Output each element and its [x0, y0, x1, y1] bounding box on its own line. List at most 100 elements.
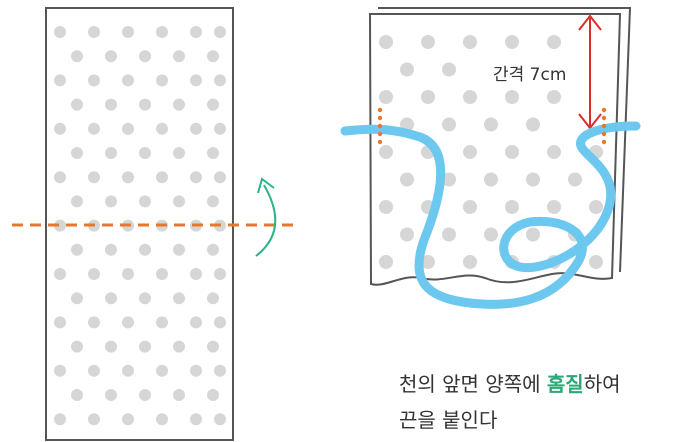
fabric-dot	[71, 341, 83, 353]
fabric-dot	[379, 90, 393, 104]
fabric-dot	[139, 244, 151, 256]
fabric-dot	[54, 268, 66, 280]
fabric-dot	[88, 74, 100, 86]
fabric-dot	[156, 26, 168, 38]
fabric-dot	[105, 50, 117, 62]
fabric-dot	[484, 173, 498, 187]
fabric-dot	[547, 35, 561, 49]
gap-label: 간격 7cm	[493, 65, 566, 85]
fabric-dot	[54, 74, 66, 86]
fabric-dot	[156, 123, 168, 135]
fabric-dot	[400, 63, 414, 77]
fabric-dot	[122, 316, 134, 328]
fabric-dot	[54, 171, 66, 183]
fabric-dot	[122, 268, 134, 280]
fabric-dot	[547, 145, 561, 159]
fabric-dot	[400, 228, 414, 242]
fabric-dot	[207, 341, 219, 353]
fabric-dot	[71, 244, 83, 256]
fabric-dot	[207, 389, 219, 401]
fabric-dot	[190, 365, 202, 377]
caption-line-2: 끈을 붙인다	[399, 402, 621, 438]
fabric-dot	[71, 50, 83, 62]
fabric-dot	[207, 99, 219, 111]
fabric-dot	[54, 123, 66, 135]
fabric-dot	[379, 145, 393, 159]
fabric-dot	[214, 413, 226, 425]
fabric-dot	[139, 341, 151, 353]
fabric-dot	[505, 90, 519, 104]
fabric-dot	[505, 35, 519, 49]
fabric-dot	[71, 292, 83, 304]
fabric-dot	[484, 118, 498, 132]
fabric-dot	[156, 316, 168, 328]
fabric-dot	[190, 171, 202, 183]
fabric-dot	[442, 118, 456, 132]
fabric-dot	[139, 389, 151, 401]
fabric-dot	[207, 244, 219, 256]
fabric-dot	[54, 413, 66, 425]
fabric-dot	[190, 316, 202, 328]
fabric-dot	[122, 413, 134, 425]
fabric-dot	[71, 99, 83, 111]
fabric-dot	[379, 255, 393, 269]
fabric-dot	[442, 228, 456, 242]
fabric-dot	[139, 147, 151, 159]
fabric-dot	[400, 173, 414, 187]
fabric-dot	[207, 195, 219, 207]
fabric-dot	[526, 228, 540, 242]
fabric-dot	[173, 195, 185, 207]
fabric-dot	[71, 147, 83, 159]
fabric-dot	[122, 123, 134, 135]
fabric-dot	[214, 26, 226, 38]
fabric-dot	[379, 200, 393, 214]
fabric-dot	[214, 123, 226, 135]
fabric-dot	[547, 200, 561, 214]
fabric-dot	[105, 99, 117, 111]
fabric-dot	[156, 74, 168, 86]
fabric-dot	[88, 268, 100, 280]
fabric-dot	[463, 255, 477, 269]
fabric-dot	[214, 316, 226, 328]
fabric-dot	[421, 35, 435, 49]
fabric-dot	[505, 200, 519, 214]
fabric-dot	[190, 26, 202, 38]
fabric-dot	[463, 200, 477, 214]
fabric-dot	[54, 26, 66, 38]
caption-line-1-after: 하여	[584, 372, 621, 396]
fold-arrow-icon	[256, 179, 275, 256]
fabric-dot	[156, 365, 168, 377]
fabric-dot	[214, 74, 226, 86]
fabric-dot	[88, 413, 100, 425]
fabric-dot	[105, 244, 117, 256]
fabric-dot	[122, 171, 134, 183]
fabric-dot	[105, 292, 117, 304]
fabric-dot	[88, 123, 100, 135]
fabric-dot	[156, 171, 168, 183]
fabric-dot	[139, 99, 151, 111]
fabric-dot	[156, 268, 168, 280]
fabric-dot	[105, 341, 117, 353]
caption-highlight: 홈질	[547, 372, 584, 396]
fabric-dot	[173, 50, 185, 62]
fabric-dot	[214, 171, 226, 183]
fabric-dot	[484, 228, 498, 242]
fabric-dot	[139, 292, 151, 304]
fabric-dot	[442, 63, 456, 77]
fabric-dot	[190, 268, 202, 280]
fabric-dot	[505, 145, 519, 159]
fabric-dot	[71, 195, 83, 207]
fabric-dot	[173, 147, 185, 159]
fabric-dot	[122, 74, 134, 86]
fabric-dot	[207, 292, 219, 304]
fabric-dot	[214, 268, 226, 280]
fabric-dot	[122, 365, 134, 377]
fabric-dot	[207, 147, 219, 159]
fabric-dot	[589, 255, 603, 269]
fabric-dot	[190, 123, 202, 135]
fabric-dot	[173, 99, 185, 111]
fabric-dot	[156, 413, 168, 425]
fabric-dot	[379, 35, 393, 49]
fabric-dot	[54, 316, 66, 328]
fabric-dot	[71, 389, 83, 401]
